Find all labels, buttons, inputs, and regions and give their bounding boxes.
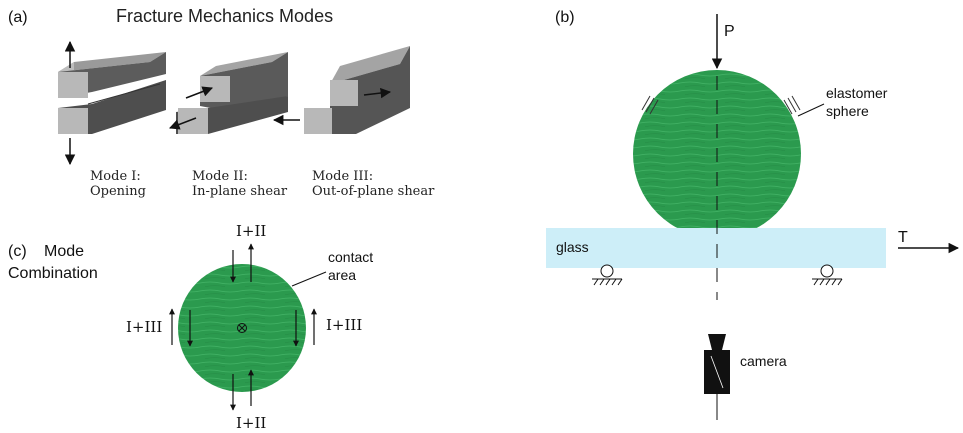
- traction-label: T: [898, 229, 908, 246]
- roller-support-left: [592, 264, 623, 286]
- panel-a: (a) Fracture Mechanics Modes: [8, 6, 435, 199]
- panel-a-tag: (a): [8, 9, 28, 26]
- contact-leader-line: [291, 271, 327, 287]
- sphere-hatch-left: [641, 95, 659, 115]
- panel-c-title-line2: Combination: [8, 265, 98, 282]
- mode-iii-desc: Out-of-plane shear: [312, 184, 435, 199]
- sphere-leader-line: [797, 103, 825, 117]
- camera-icon: [704, 334, 730, 420]
- mode-ii-desc: In-plane shear: [192, 184, 288, 199]
- center-cross-symbol: [237, 323, 247, 333]
- panel-a-title: Fracture Mechanics Modes: [116, 6, 333, 26]
- top-mode-label: I+II: [236, 222, 266, 240]
- sphere-hatch-right: [783, 95, 801, 115]
- mode-iii-block: [272, 46, 410, 134]
- bottom-mode-label: I+II: [236, 414, 266, 432]
- glass-slab: [546, 228, 886, 268]
- camera-label: camera: [740, 353, 787, 369]
- contact-label-line1: contact: [328, 249, 373, 265]
- roller-support-right: [812, 264, 843, 286]
- mode-ii-name: Mode II:: [192, 169, 248, 184]
- panel-c: (c) Mode Combination contact area I+II I…: [8, 222, 373, 432]
- mode-ii-block: [169, 52, 288, 134]
- panel-c-title-line1: Mode: [44, 243, 84, 260]
- mode-i-block: [58, 40, 166, 166]
- sphere-label-line2: sphere: [826, 103, 869, 119]
- right-mode-label: I+III: [326, 316, 362, 334]
- panel-b: (b) glass P T elastomer sphere: [546, 9, 960, 420]
- mode-i-desc: Opening: [90, 184, 146, 199]
- left-mode-label: I+III: [126, 318, 162, 336]
- mode-iii-name: Mode III:: [312, 169, 373, 184]
- glass-label: glass: [556, 239, 589, 255]
- panel-b-tag: (b): [555, 9, 575, 26]
- panel-c-tag: (c): [8, 243, 27, 260]
- contact-label-line2: area: [328, 267, 356, 283]
- sphere-label-line1: elastomer: [826, 85, 888, 101]
- load-label: P: [724, 23, 735, 40]
- mode-i-name: Mode I:: [90, 169, 141, 184]
